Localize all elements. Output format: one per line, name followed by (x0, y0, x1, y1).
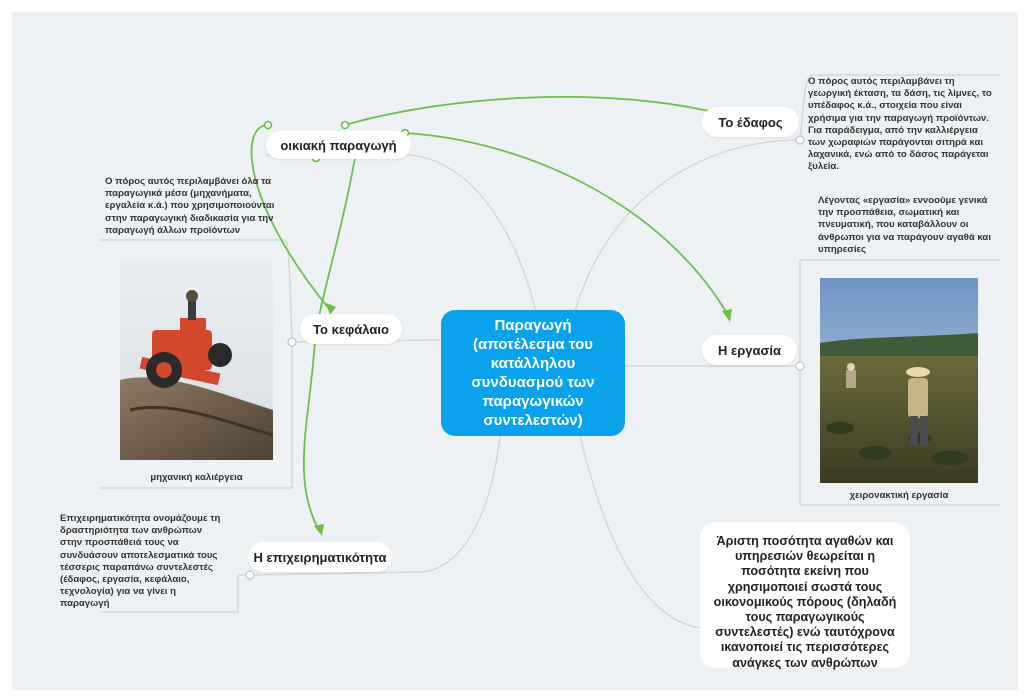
relation-handle (263, 120, 273, 130)
collapse-handle (795, 361, 805, 371)
relation-home-entre (302, 157, 356, 533)
connector-entre (249, 435, 501, 576)
optimal-quantity-box[interactable]: Άριστη ποσότητα αγαθών και υπηρεσιών θεω… (700, 522, 910, 670)
relation-home-land (344, 96, 726, 126)
topic-capital[interactable]: Το κεφάλαιο (300, 314, 402, 344)
bracket-labor (799, 259, 1000, 366)
arrowhead-capital (326, 303, 336, 315)
collapse-handle (795, 135, 805, 145)
topic-land[interactable]: Το έδαφος (702, 107, 799, 137)
connector-land (569, 139, 801, 331)
caption-tractor: μηχανική καλιέργεια (150, 472, 243, 483)
note-land: Ο πόρος αυτός περιλαμβάνει τη γεωργική έ… (808, 76, 992, 173)
relation-handle (340, 120, 350, 130)
bracket-land (799, 74, 1000, 141)
central-topic[interactable]: Παραγωγή (αποτέλεσμα του κατάλληλου συνδ… (441, 310, 625, 436)
tractor-photo (120, 260, 273, 460)
arrowhead-labor (722, 309, 732, 322)
connector-home (266, 154, 541, 331)
relation-home-labor (404, 132, 729, 316)
arrowhead-entre (314, 524, 324, 536)
caption-manual-labor: χειρονακτική εργασία (849, 490, 949, 501)
topic-labor[interactable]: Η εργασία (702, 335, 797, 365)
note-entrepreneurship: Επιχειρηματικότητα ονομάζουμε τη δραστηρ… (60, 513, 221, 610)
bracket-entre (100, 574, 250, 613)
manual-labor-photo (820, 278, 978, 483)
bracket-capital-photo (100, 342, 293, 489)
collapse-handle (245, 570, 255, 580)
topic-entrepreneurship[interactable]: Η επιχειρηματικότητα (248, 542, 392, 572)
bracket-capital-note (100, 239, 293, 343)
note-labor: Λέγοντας «εργασία» εννοούμε γενικά την π… (818, 195, 991, 255)
connector-optimal (579, 435, 701, 629)
collapse-handle (287, 337, 297, 347)
note-capital: Ο πόρος αυτός περιλαμβάνει όλα τα παραγω… (105, 176, 275, 236)
topic-home-production[interactable]: οικιακή παραγωγή (266, 131, 411, 159)
relation-home-capital (250, 124, 331, 311)
bracket-labor-photo (799, 366, 1000, 506)
